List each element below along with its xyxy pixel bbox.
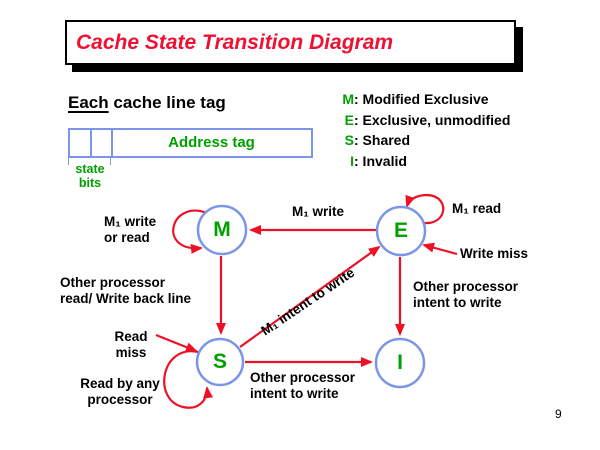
node-s-circle <box>195 337 245 387</box>
state-legend: M: Modified Exclusive E: Exclusive, unmo… <box>340 89 510 171</box>
edge-label-e-to-m: M₁ write <box>291 204 345 219</box>
legend-row-e: E: Exclusive, unmodified <box>340 110 511 131</box>
legend-letter-i: I <box>350 152 354 169</box>
heading-underlined-word: Each <box>68 93 109 112</box>
legend-text-m: : Modified Exclusive <box>354 91 489 107</box>
address-tag-box: Address tag <box>68 128 313 158</box>
page-number: 9 <box>555 407 562 421</box>
state-bits-tick-left <box>68 158 69 165</box>
legend-letter-m: M <box>342 91 354 107</box>
heading-rest: cache line tag <box>108 93 226 112</box>
slide-title: Cache State Transition Diagram <box>76 31 394 54</box>
edge-s-self-loop <box>163 350 214 409</box>
edge-label-e-to-i: Other processor intent to write <box>413 279 519 310</box>
edge-m-self-loop <box>172 209 208 254</box>
legend-letter-s: S <box>344 132 354 148</box>
state-bit-divider <box>90 130 92 156</box>
node-i-label: I <box>397 351 403 374</box>
edge-label-m-to-s: Other processor read/ Write back line <box>60 275 192 306</box>
edge-write-miss-to-e <box>422 242 458 256</box>
state-bits-tick-right <box>110 158 111 165</box>
node-i-circle <box>374 337 426 389</box>
node-e-label: E <box>393 219 408 242</box>
legend-row-s: S: Shared <box>340 130 510 151</box>
state-bits-label: state bits <box>75 162 105 190</box>
edge-label-s-to-i: Other processor intent to write <box>250 370 356 401</box>
address-tag-label: Address tag <box>168 134 255 151</box>
legend-letter-e: E <box>344 111 354 128</box>
edge-e-self-loop <box>405 193 445 225</box>
legend-row-m: M: Modified Exclusive <box>340 89 510 110</box>
legend-text-s: : Shared <box>354 132 411 148</box>
heading: Each cache line tag <box>68 93 226 113</box>
node-e-circle <box>375 205 427 257</box>
node-s-label: S <box>212 350 227 373</box>
edge-label-write-miss: Write miss <box>460 246 529 261</box>
legend-text-e: : Exclusive, unmodified <box>354 111 511 128</box>
edge-label-m-self: M₁ write or read <box>104 214 157 245</box>
edge-label-read-miss: Read miss <box>114 329 148 360</box>
edge-read-miss-to-s <box>155 333 198 353</box>
edge-label-e-self: M₁ read <box>452 201 502 216</box>
edge-s-to-e <box>239 245 381 348</box>
node-m-label: M <box>213 218 231 241</box>
state-bit-divider <box>111 130 113 156</box>
title-box: Cache State Transition Diagram <box>65 20 516 65</box>
legend-text-i: : Invalid <box>354 152 407 169</box>
node-m-circle <box>196 204 248 256</box>
legend-row-i: I: Invalid <box>340 151 510 172</box>
edge-label-s-self: Read by any processor <box>80 376 160 407</box>
